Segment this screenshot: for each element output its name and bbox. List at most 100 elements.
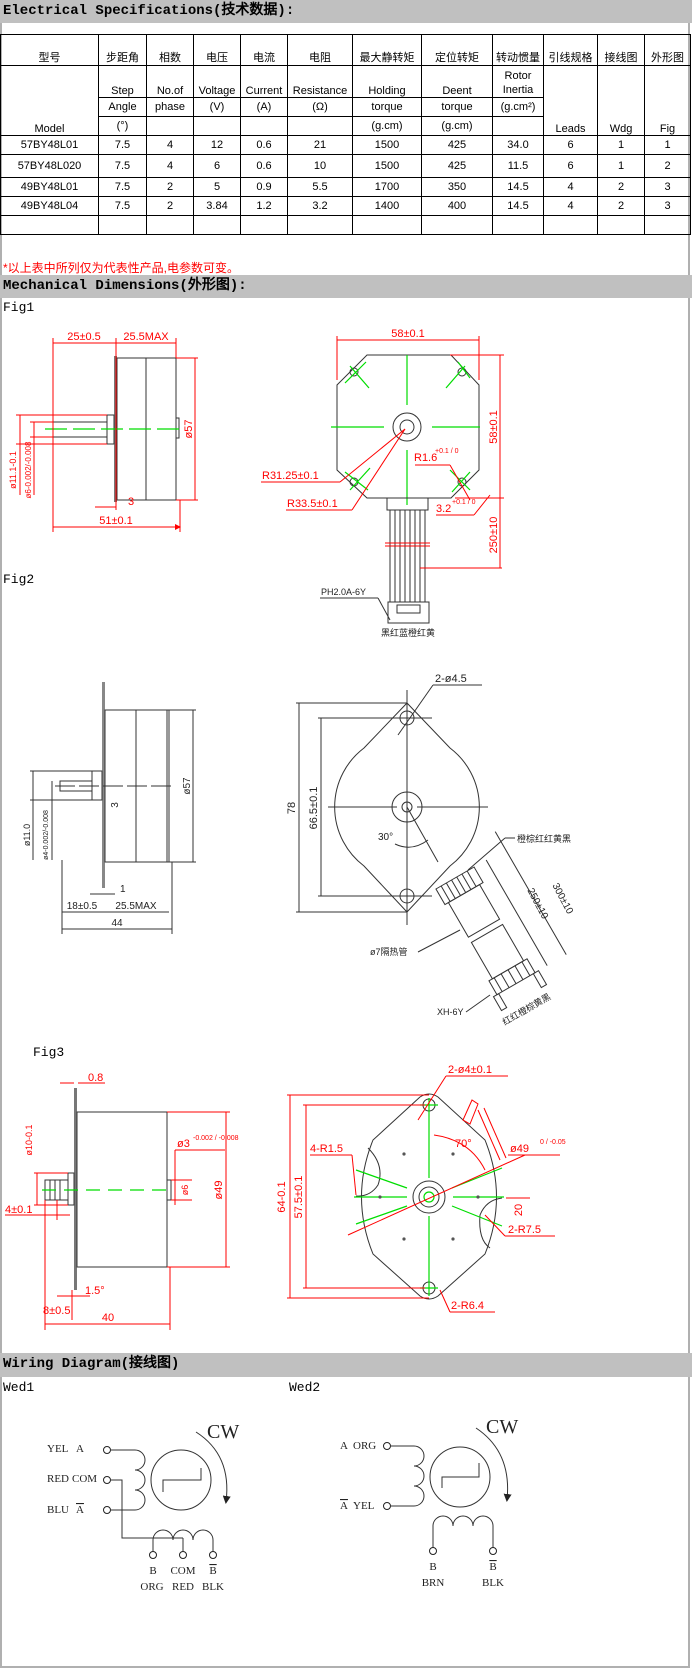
fig1-dim-r1-6: R1.6: [414, 452, 437, 464]
fig1-dim-3-2-tol: +0.1 / 0: [452, 499, 476, 506]
fig1-dim-r33-5: R33.5±0.1: [287, 498, 338, 510]
header-detent-unit: torque: [421, 97, 493, 117]
wed1-col-org: ORG: [140, 1581, 163, 1593]
fig2-dim-300: 300±10: [550, 882, 576, 917]
cell-model: 49BY48L04: [0, 196, 99, 216]
fig3-dim-49-side: ø49: [213, 1181, 225, 1200]
fig1-dim-6: ø6-0.002/-0.008: [24, 441, 33, 498]
fig1-dim-250: 250±10: [488, 517, 500, 554]
fig1-connector-label: PH2.0A-6Y: [321, 587, 366, 597]
fig3-dim-57-5: 57.5±0.1: [293, 1176, 305, 1219]
fig2-cable: [435, 831, 567, 1012]
cell-model: 57BY48L01: [0, 135, 99, 155]
wed2-col-brn: BRN: [422, 1577, 445, 1589]
electrical-specs-header: Electrical Specifications(技术数据):: [0, 0, 692, 23]
spec-table: 型号 步距角 相数 电压 电流 电阻 最大静转矩 定位转矩 转动惯量 引线规格 …: [0, 34, 691, 235]
cn-header: 电阻: [287, 34, 353, 66]
fig1-side-view: 25±0.5 25.5MAX ø57 ø11.1-0.1 ø6-0.002/-0…: [8, 331, 198, 532]
wed2-col-blk: BLK: [482, 1577, 504, 1589]
fig1-dim-58-right: 58±0.1: [488, 410, 500, 444]
wed2-label: Wed2: [289, 1380, 321, 1395]
header-step-unit: Angle: [98, 97, 147, 117]
fig2-dim-18: 18±0.5: [67, 901, 98, 912]
header-leads: Leads: [543, 65, 598, 136]
wed1-sig-a-bar: A: [76, 1504, 84, 1516]
cell-figure: 2: [644, 154, 691, 178]
cell-rotor-inertia: 14.5: [492, 177, 544, 197]
wed1-label-yel: YEL: [47, 1443, 69, 1455]
wed1-label-blu: BLU: [47, 1504, 69, 1516]
fig1-dim-r1-6-tol: +0.1 / 0: [435, 448, 459, 455]
fig1-dim-25-5max: 25.5MAX: [123, 331, 169, 343]
wed2-sig-a-bar: A: [340, 1500, 348, 1512]
header-wdg: Wdg: [597, 65, 645, 136]
fig1-dim-3: 3: [128, 496, 134, 508]
header-holding-gcm: (g.cm): [352, 116, 422, 136]
fig3-dim-49-tol: 0 / -0.05: [540, 1139, 566, 1146]
wed2-cw: CW: [486, 1416, 518, 1438]
fig2-dim-66-5: 66.5±0.1: [308, 787, 320, 830]
fig1-dim-3-2: 3.2: [436, 503, 451, 515]
fig2-dim-11: ø11.0: [22, 824, 32, 846]
fig3-angle-70: 70°: [455, 1138, 472, 1150]
cn-header: 引线规格: [543, 34, 598, 66]
fig1-dim-11-1: ø11.1-0.1: [8, 451, 18, 489]
en-header-row-1: Model Step No.of Voltage Current Resista…: [0, 65, 691, 136]
header-holding: Holding: [352, 65, 422, 98]
table-note: *以上表中所列仅为代表性产品,电参数可变。: [3, 261, 240, 275]
fig3-label: Fig3: [33, 1045, 65, 1060]
cn-header: 转动惯量: [492, 34, 544, 66]
fig3-dim-4: 4±0.1: [5, 1204, 32, 1216]
fig3-front-view: 2-ø4±0.1 70° 64-0.1 57.5±0.1 4-R1.5 ø49 …: [276, 1064, 566, 1313]
fig2-dim-250: 250±10: [525, 887, 551, 922]
wed1-sig-com-b: COM: [170, 1565, 195, 1577]
fig3-dim-0-8: 0.8: [88, 1072, 103, 1084]
fig2-wire-colors-bottom: 红红橙棕黄黑: [500, 991, 552, 1028]
fig3-dim-6: ø6: [180, 1185, 190, 1196]
fig2-holes: 2-ø4.5: [435, 673, 467, 685]
fig2-side-view: ø57 ø11.0 ø4-0.002/-0.008 3 1 18±0.5 25.…: [22, 682, 196, 934]
fig1-dim-57: ø57: [183, 420, 195, 439]
cell-phases: 4: [146, 154, 194, 178]
header-inertia: Rotor Inertia: [492, 65, 544, 98]
cell-current: 0.9: [240, 177, 288, 197]
wed1-label-red: RED: [47, 1473, 69, 1485]
cn-header: 相数: [146, 34, 194, 66]
fig3-dim-8: 8±0.5: [43, 1305, 70, 1317]
table-row-empty: [0, 215, 691, 235]
wed1-col-blk: BLK: [202, 1581, 224, 1593]
fig1-front-view: 58±0.1 58±0.1 250±10 R31.25±0.1 R33.5±0.…: [261, 328, 504, 638]
fig3-dim-20: 20: [513, 1204, 525, 1216]
fig3-dim-10: ø10-0.1: [24, 1124, 34, 1155]
fig2-connector-label: XH-6Y: [437, 1007, 464, 1017]
fig2-heat-shrink: ø7隔热管: [370, 946, 408, 957]
fig3-dim-r6-4: 2-R6.4: [451, 1300, 484, 1312]
fig2-dim-4: ø4-0.002/-0.008: [43, 810, 50, 860]
fig2-wire-colors-top: 橙棕红红黄黑: [517, 833, 571, 844]
empty-cell: [644, 215, 691, 235]
wed1-cw: CW: [207, 1421, 239, 1443]
header-detent-gcm: (g.cm): [421, 116, 493, 136]
fig2-dim-25-5max: 25.5MAX: [115, 901, 156, 912]
fig3-side-view: ø49 ø3 -0.002 / -0.008 ø6 ø10-0.1 4±0.1 …: [5, 1072, 239, 1330]
fig2-front-view: 78 66.5±0.1 2-ø4.5 30° 橙棕红红黄黑 300±10 250…: [286, 673, 575, 1027]
cell-step-angle: 7.5: [98, 196, 147, 216]
fig2-angle-30: 30°: [378, 832, 393, 843]
fig2-dim-1: 1: [120, 884, 126, 895]
fig3-holes: 2-ø4±0.1: [448, 1064, 492, 1076]
fig3-dim-64: 64-0.1: [276, 1181, 288, 1212]
fig1-wire-colors: 黑红蓝橙红黄: [381, 627, 435, 638]
fig1-dim-25: 25±0.5: [67, 331, 101, 343]
wed1-sig-a: A: [76, 1443, 84, 1455]
header-holding-unit: torque: [352, 97, 422, 117]
fig3-dim-r1-5: 4-R1.5: [310, 1143, 343, 1155]
wed2-diagram: A ORG A YEL CW B B BRN BLK: [340, 1416, 518, 1589]
header-voltage: Voltage: [193, 65, 241, 98]
fig3-dim-r7-5: 2-R7.5: [508, 1224, 541, 1236]
en-header-row-3: (°) (g.cm) (g.cm): [1, 116, 691, 136]
fig2-dim-78: 78: [286, 802, 298, 814]
